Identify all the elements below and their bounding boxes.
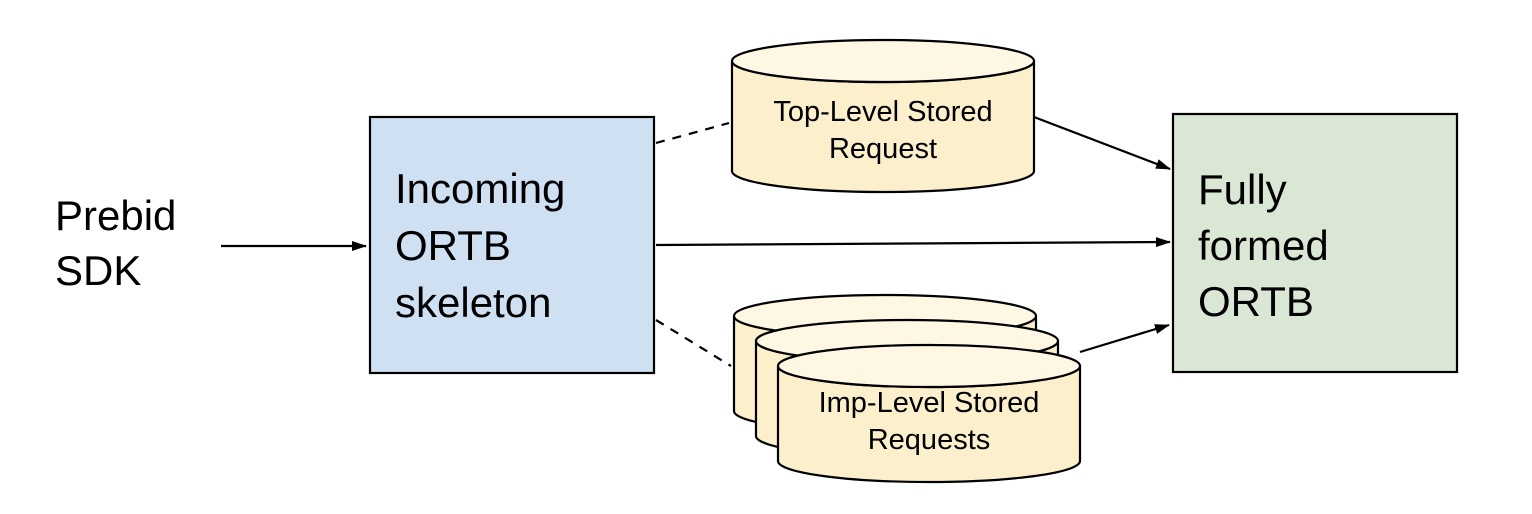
- imp-stored-cylinder-front: [776, 343, 1082, 484]
- top-stored-cylinder-top: [730, 38, 1036, 84]
- edge-incoming-to-imp-stored: [655, 319, 732, 367]
- incoming-ortb-label-line1: Incoming: [395, 165, 565, 212]
- fully-formed-label-line3: ORTB: [1198, 278, 1314, 325]
- fully-formed-label-line1: Fully: [1198, 166, 1287, 213]
- node-imp-level-stored-requests: Imp-Level Stored Requests: [732, 293, 1082, 484]
- prebid-sdk-label-line1: Prebid: [55, 192, 176, 239]
- node-incoming-ortb-skeleton: Incoming ORTB skeleton: [368, 115, 656, 375]
- top-stored-label-line2: Request: [829, 133, 937, 165]
- incoming-ortb-label-line2: ORTB: [395, 222, 511, 269]
- edge-incoming-to-fully-formed: [655, 237, 1171, 248]
- node-fully-formed-ortb: Fully formed ORTB: [1171, 112, 1459, 374]
- node-prebid-sdk: Prebid SDK: [55, 192, 176, 294]
- incoming-ortb-box: [368, 115, 656, 375]
- fully-formed-label-line2: formed: [1198, 222, 1329, 269]
- prebid-sdk-label-line2: SDK: [55, 247, 141, 294]
- imp-stored-label-line1: Imp-Level Stored: [819, 387, 1040, 419]
- node-top-level-stored-request: Top-Level Stored Request: [730, 38, 1036, 194]
- edge-incoming-to-top-stored: [655, 121, 730, 145]
- imp-stored-label-line2: Requests: [868, 424, 991, 456]
- imp-stored-cylinder-front-top: [776, 343, 1082, 389]
- fully-formed-ortb-box: [1171, 112, 1459, 374]
- top-stored-label-line1: Top-Level Stored: [773, 96, 992, 128]
- incoming-ortb-label-line3: skeleton: [395, 279, 551, 326]
- edge-imp-stored-to-fully-formed: [1079, 323, 1170, 354]
- edge-top-stored-to-fully-formed: [1033, 115, 1171, 171]
